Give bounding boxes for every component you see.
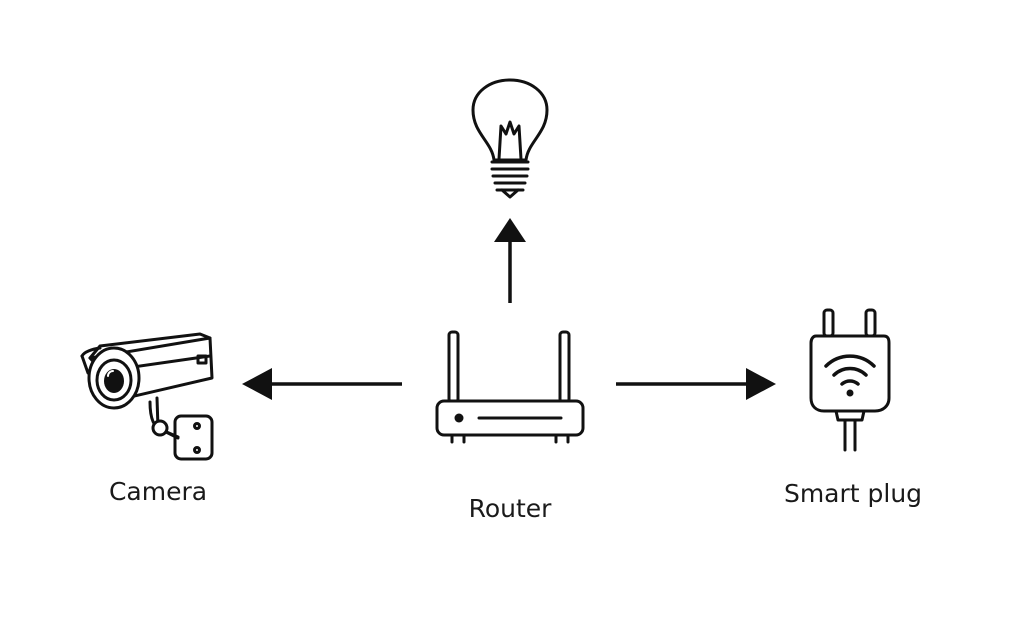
light-bulb-icon bbox=[471, 78, 549, 199]
arrow-router-to-bulb bbox=[494, 218, 526, 303]
camera-label: Camera bbox=[108, 477, 208, 506]
router-label: Router bbox=[468, 494, 552, 523]
smart-plug-icon bbox=[809, 308, 891, 452]
arrow-router-to-plug bbox=[616, 368, 776, 400]
arrow-router-to-camera bbox=[242, 368, 402, 400]
security-camera-icon bbox=[80, 332, 214, 461]
smart-plug-label: Smart plug bbox=[783, 479, 923, 508]
wifi-router-icon bbox=[435, 330, 585, 444]
